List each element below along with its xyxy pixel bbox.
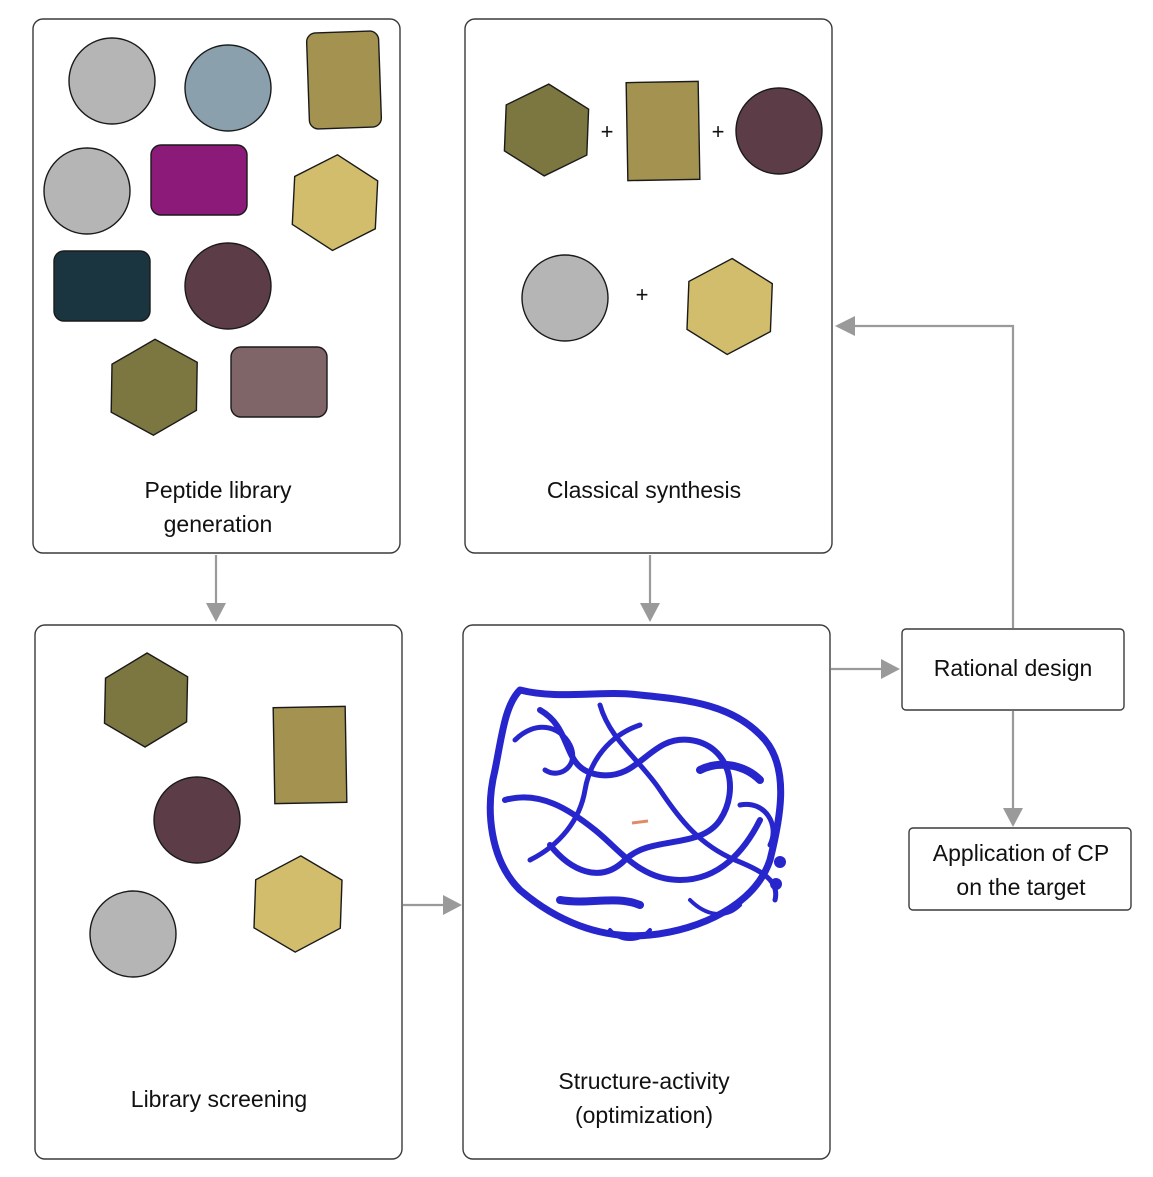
tan-rectangle xyxy=(625,80,701,182)
application-node: Application of CP on the target xyxy=(908,827,1132,911)
peptide-library-panel: Peptide library generation xyxy=(32,18,401,554)
structure-activity-label-line2: (optimization) xyxy=(575,1102,713,1128)
olive-hexagon xyxy=(503,83,590,177)
structure-activity-panel: Structure-activity (optimization) xyxy=(462,624,831,1160)
arrow-synthesis-to-structure xyxy=(640,555,660,622)
application-label-line1: Application of CP xyxy=(933,840,1109,866)
rational-design-box xyxy=(901,628,1125,711)
structure-activity-label-line1: Structure-activity xyxy=(558,1068,730,1094)
rational-design-node: Rational design xyxy=(901,628,1125,711)
gray-circle xyxy=(43,147,131,235)
olive-hexagon xyxy=(103,652,189,748)
arrow-rational-to-synthesis xyxy=(835,316,1015,628)
gray-circle xyxy=(521,254,609,342)
gray-circle xyxy=(89,890,177,978)
plus-sign: + xyxy=(712,119,725,144)
mauve-rectangle xyxy=(230,346,328,418)
peptide-library-label-line2: generation xyxy=(164,511,273,537)
application-label-line2: on the target xyxy=(956,874,1086,900)
classical-synthesis-label: Classical synthesis xyxy=(547,477,741,503)
khaki-hexagon xyxy=(291,153,379,252)
arrow-screening-to-structure xyxy=(403,895,462,915)
plum-circle xyxy=(735,87,823,175)
classical-synthesis-panel: + + + Classical synthesis xyxy=(464,18,833,554)
tan-rectangle xyxy=(272,705,348,805)
application-box xyxy=(908,827,1132,911)
library-screening-box xyxy=(34,624,403,1160)
plum-circle xyxy=(184,242,272,330)
rational-design-label: Rational design xyxy=(934,655,1093,681)
khaki-hexagon xyxy=(253,855,343,953)
olive-hexagon xyxy=(110,338,198,437)
structure-activity-box xyxy=(462,624,831,1160)
dark-teal-rectangle xyxy=(53,250,151,322)
plus-sign: + xyxy=(601,119,614,144)
khaki-hexagon xyxy=(686,257,774,356)
arrow-rational-to-application xyxy=(1003,711,1023,827)
tan-rectangle xyxy=(305,30,383,130)
plum-circle xyxy=(153,776,241,864)
magenta-rectangle xyxy=(150,144,248,216)
library-screening-label: Library screening xyxy=(131,1086,307,1112)
plus-sign: + xyxy=(636,282,649,307)
peptide-library-label-line1: Peptide library xyxy=(144,477,292,503)
protein-structure-image xyxy=(486,686,786,941)
blue-gray-circle xyxy=(184,44,272,132)
arrow-library-to-screening xyxy=(206,555,226,622)
library-screening-panel: Library screening xyxy=(34,624,403,1160)
gray-circle xyxy=(68,37,156,125)
arrow-structure-to-rational xyxy=(831,659,900,679)
